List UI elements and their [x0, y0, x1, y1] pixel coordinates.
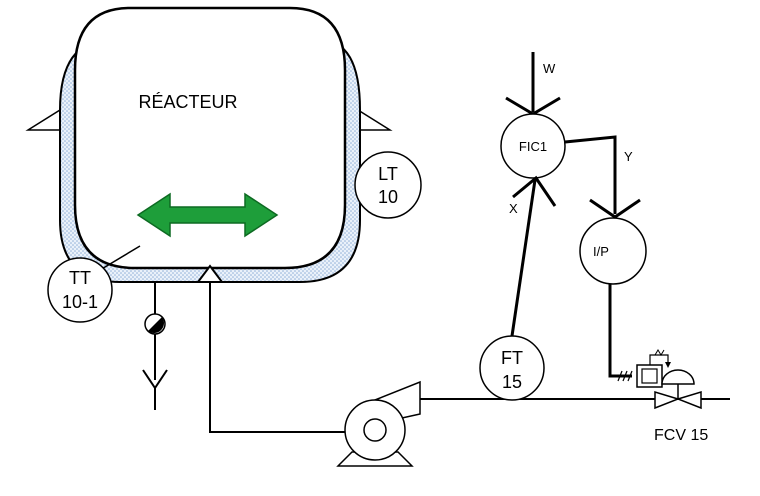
valve-actuator-dome	[661, 369, 695, 385]
measurement-arrowhead-icon	[512, 175, 557, 207]
fic-tag: FIC1	[519, 139, 547, 154]
signal-w-label: W	[543, 61, 556, 76]
agitator-double-arrow	[136, 192, 279, 238]
ip-tag: I/P	[593, 244, 609, 259]
valve-positioner-arrow	[665, 362, 671, 368]
lt-transmitter-bubble[interactable]	[354, 151, 422, 219]
ip-converter-bubble[interactable]	[579, 217, 647, 285]
control-valve[interactable]	[636, 349, 702, 410]
tt-tag: TT	[69, 268, 91, 288]
tt-transmitter-bubble[interactable]	[47, 257, 113, 323]
recirculation-pipe	[209, 282, 345, 433]
ip-to-valve-line	[608, 284, 632, 378]
ft-transmitter-bubble[interactable]	[479, 335, 545, 401]
reactor-label: RÉACTEUR	[138, 92, 237, 112]
pump-impeller	[363, 418, 387, 442]
signal-y-label: Y	[624, 149, 633, 164]
tt-connection-line	[99, 245, 141, 271]
pump[interactable]	[336, 380, 421, 467]
lt-tag: LT	[378, 164, 398, 184]
valve-tag: FCV 15	[654, 427, 708, 444]
lt-number: 10	[378, 187, 398, 207]
valve-positioner-link	[649, 354, 669, 366]
valve-body-left	[654, 390, 681, 410]
fic-controller-bubble[interactable]	[500, 113, 566, 179]
pneumatic-signal-hatch	[617, 370, 633, 382]
reactor-vessel	[73, 6, 347, 270]
tt-number: 10-1	[62, 292, 98, 312]
signal-x-label: X	[509, 201, 518, 216]
controller-output-line	[564, 135, 617, 214]
valve-body-right	[675, 390, 702, 410]
ft-signal-line	[510, 179, 537, 337]
drain-funnel-icon	[142, 369, 168, 410]
output-arrowhead-icon	[589, 198, 641, 219]
valve-positioner-zigzag	[654, 349, 665, 356]
drain-valve-half	[148, 317, 165, 334]
ft-tag: FT	[501, 348, 523, 368]
ft-number: 15	[502, 372, 522, 392]
valve-positioner-inner	[641, 368, 658, 384]
